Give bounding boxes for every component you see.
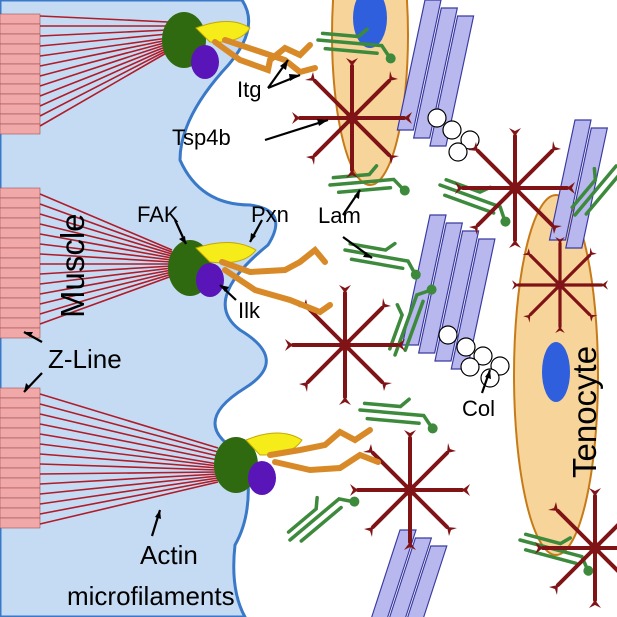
adhesion-complex-bottom bbox=[214, 427, 381, 495]
sarcomere-stack-middle bbox=[0, 187, 41, 339]
label-ilk: Ilk bbox=[238, 298, 261, 323]
label-lam: Lam bbox=[318, 203, 361, 228]
label-pxn: Pxn bbox=[251, 202, 289, 227]
label-tenocyte: Tenocyte bbox=[566, 346, 603, 478]
label-itg: Itg bbox=[237, 77, 261, 102]
adhesion-complex-middle bbox=[168, 240, 333, 316]
sarcomere-stack-bottom bbox=[0, 387, 41, 529]
label-muscle: Muscle bbox=[54, 213, 91, 318]
sarcomere-stack-top bbox=[0, 13, 41, 135]
label-col: Col bbox=[462, 396, 495, 421]
nucleus-icon bbox=[542, 342, 570, 402]
collagen-bundles bbox=[369, 0, 609, 617]
label-tsp4b: Tsp4b bbox=[172, 125, 231, 150]
label-z-line: Z-Line bbox=[48, 344, 122, 374]
adhesion-complex-top bbox=[162, 12, 318, 79]
label-fak: FAK bbox=[137, 202, 179, 227]
label-microfilaments: microfilaments bbox=[67, 581, 235, 611]
arrow-heads bbox=[24, 60, 491, 519]
label-actin: Actin bbox=[140, 540, 198, 570]
actin-filaments bbox=[39, 15, 219, 525]
